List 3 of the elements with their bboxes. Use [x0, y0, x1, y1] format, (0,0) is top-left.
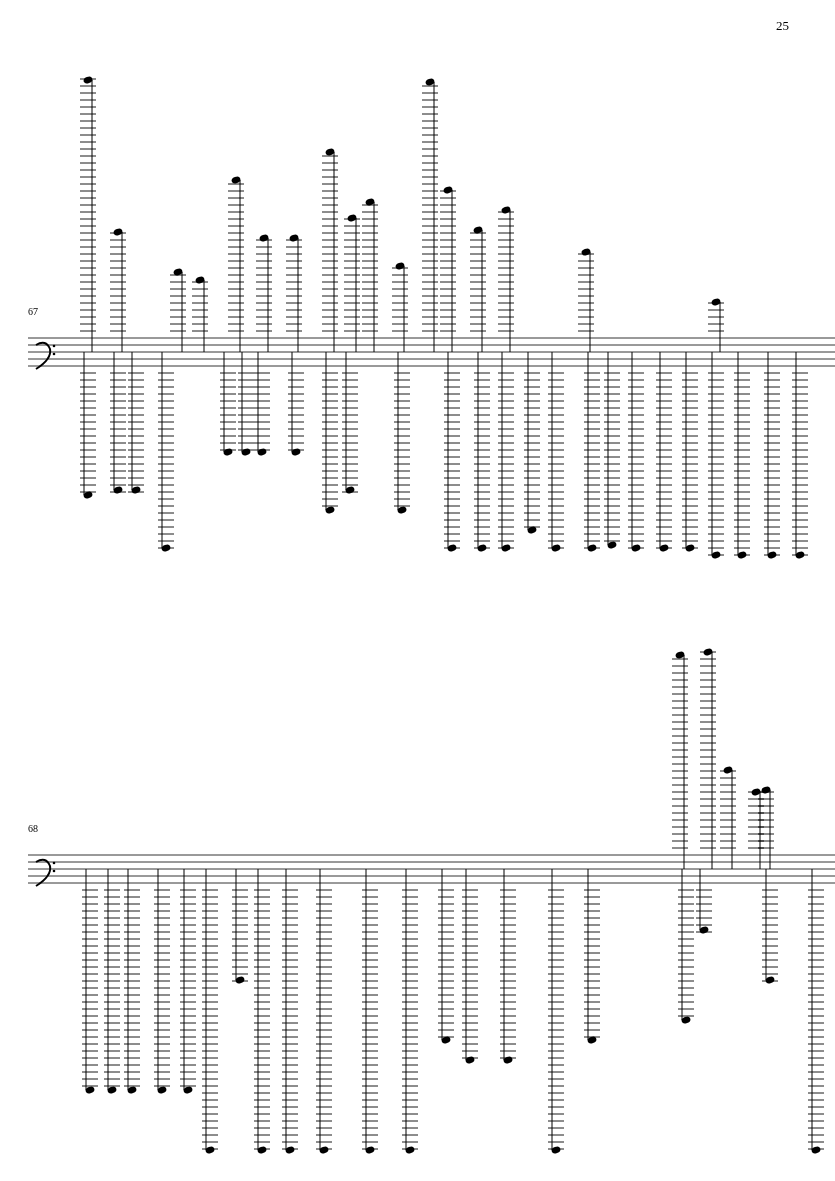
measure-number: 67 — [28, 306, 38, 317]
page-number: 25 — [776, 18, 789, 34]
measure-number: 68 — [28, 823, 38, 834]
